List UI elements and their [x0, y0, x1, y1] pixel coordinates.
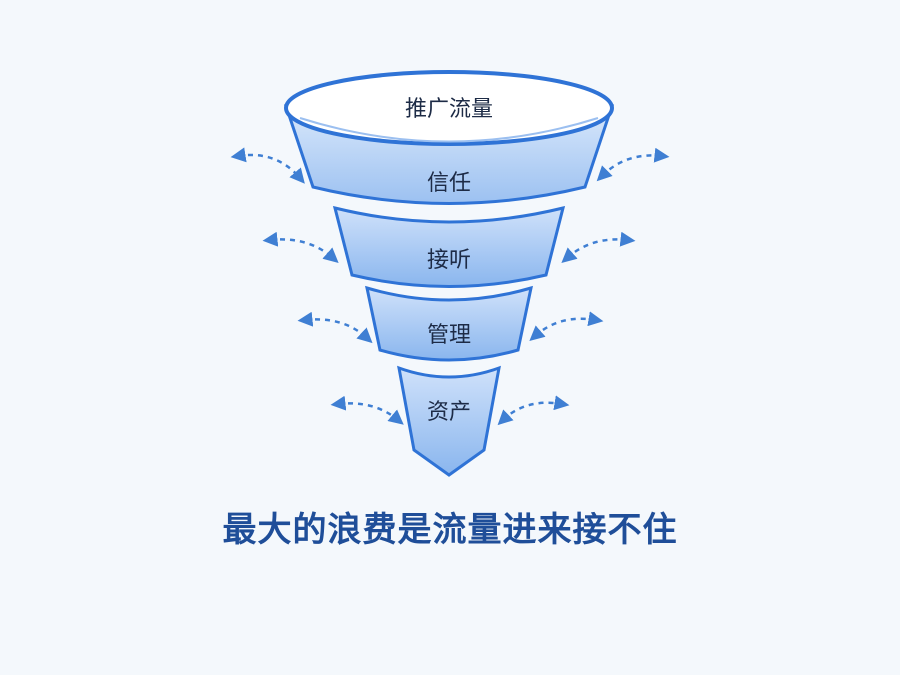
leakage-arrow-right-1 — [596, 147, 670, 182]
leakage-arrow-left-3 — [297, 311, 373, 344]
stage-label-answer: 接听 — [427, 248, 471, 273]
stage-label-trust: 信任 — [427, 171, 471, 196]
funnel-stage-3 — [332, 205, 566, 288]
leakage-arrow-left-2 — [262, 231, 339, 263]
stage-label-manage: 管理 — [427, 323, 471, 348]
stage-label-asset: 资产 — [427, 400, 471, 425]
funnel-stage-1 — [283, 70, 615, 205]
leakage-arrow-right-3 — [529, 311, 604, 341]
leakage-arrow-left-4 — [330, 395, 404, 425]
funnel-stage-4 — [365, 285, 533, 362]
stage-label-traffic: 推广流量 — [405, 97, 493, 122]
funnel-stage-5 — [397, 365, 501, 477]
leakage-arrow-left-1 — [230, 147, 305, 184]
funnel-top-rim — [284, 70, 614, 146]
leakage-arrow-right-4 — [497, 395, 570, 426]
diagram-caption: 最大的浪费是流量进来接不住 — [222, 510, 678, 550]
leakage-arrow-right-2 — [561, 231, 636, 263]
